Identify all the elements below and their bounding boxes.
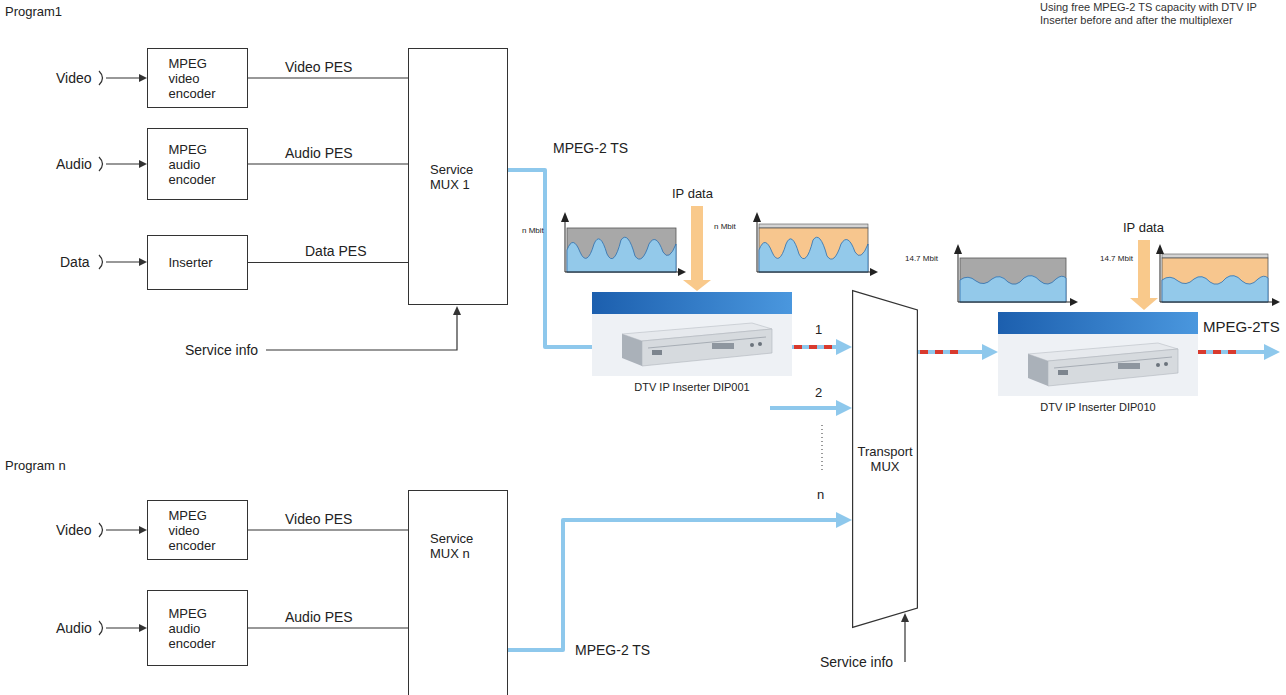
edge-label: Audio PES — [285, 609, 353, 625]
bitrate-chart — [1156, 244, 1280, 306]
input-arrowheads — [139, 74, 147, 632]
edge-label: Audio PES — [285, 145, 353, 161]
ip-inserter-device: DTV IP Inserter DIP001 — [592, 292, 792, 394]
box-label: Transport MUX — [854, 444, 916, 474]
diagram-title: Using free MPEG-2 TS capacity with DTV I… — [1040, 1, 1280, 27]
arrowhead — [836, 339, 852, 355]
input-label: Video — [56, 70, 92, 87]
encoder-box: MPEG audio encoder — [147, 128, 248, 200]
connector — [248, 164, 408, 165]
connector-line — [248, 529, 408, 530]
service-mux-box: Service MUX n — [408, 490, 508, 695]
input-label: Video — [56, 522, 92, 539]
box-label: MPEG video encoder — [169, 56, 227, 101]
text-holder: MPEG audio encoder — [169, 142, 227, 187]
service-info-lines — [266, 306, 909, 662]
device-picture — [592, 292, 792, 376]
edge-label: MPEG-2 TS — [553, 140, 628, 156]
stream-arrow — [770, 400, 852, 416]
encoder-box: MPEG video encoder — [147, 48, 248, 108]
connector — [248, 78, 408, 79]
connector — [918, 344, 998, 360]
arrowhead — [982, 344, 998, 360]
output-label: MPEG-2TS — [1203, 318, 1280, 336]
connector — [508, 512, 852, 650]
stream-number: n — [817, 487, 824, 503]
input-label: Audio — [56, 620, 92, 637]
data-dashes — [794, 345, 834, 349]
text-holder: Service MUX 1 — [430, 162, 486, 192]
box-label: MPEG audio encoder — [169, 142, 227, 187]
text-holder: MPEG video encoder — [169, 56, 227, 101]
text-holder: MPEG video encoder — [169, 508, 227, 553]
transport-mux: Transport MUX — [852, 290, 918, 628]
program-label: Program n — [5, 458, 66, 474]
axis-label: 14.7 Mbit — [1100, 254, 1133, 264]
stream-number: 2 — [815, 385, 822, 401]
connector-line — [248, 262, 408, 263]
dotted-line — [821, 425, 822, 472]
encoder-box: MPEG audio encoder — [147, 590, 248, 666]
inserter-box: Inserter — [147, 235, 248, 290]
edge-label: Video PES — [285, 59, 352, 75]
connector-line — [918, 350, 984, 354]
connector — [248, 628, 408, 629]
device-picture — [998, 312, 1198, 396]
connector-line — [248, 627, 408, 628]
text-holder: Service MUX n — [430, 531, 486, 561]
ip-data-label: IP data — [1123, 220, 1164, 236]
axis-label: n Mbit — [522, 226, 544, 236]
edge-label: Data PES — [305, 243, 366, 259]
bitrate-chart — [753, 212, 878, 276]
connector-line — [508, 520, 838, 650]
arrowhead — [836, 512, 852, 528]
output-arrow — [1196, 344, 1280, 360]
connector — [792, 339, 852, 355]
box-label: MPEG audio encoder — [169, 606, 227, 651]
stream-number: 1 — [815, 322, 822, 338]
bitrate-chart — [954, 244, 1078, 306]
service-info-label: Service info — [820, 654, 893, 671]
connector — [248, 262, 408, 263]
bitrate-chart — [561, 212, 686, 276]
text-holder: MPEG audio encoder — [169, 606, 227, 651]
device-caption: DTV IP Inserter DIP010 — [998, 401, 1198, 414]
box-label: Service MUX 1 — [430, 162, 486, 192]
input-arrows — [99, 71, 140, 635]
connector-line — [792, 345, 838, 349]
ip-inserter-device: DTV IP Inserter DIP010 — [998, 312, 1198, 414]
program-label: Program1 — [5, 4, 62, 20]
encoder-box: MPEG video encoder — [147, 500, 248, 560]
connector-line — [248, 163, 408, 164]
connector — [248, 530, 408, 531]
connector-line — [508, 170, 592, 347]
service-info-label: Service info — [185, 342, 258, 359]
text-holder: Inserter — [169, 255, 227, 270]
box-label: Inserter — [169, 255, 227, 270]
edge-label: Video PES — [285, 511, 352, 527]
connector — [508, 170, 592, 347]
text-holder: Transport MUX — [854, 444, 916, 474]
axis-label: n Mbit — [714, 222, 736, 232]
data-dashes — [920, 350, 964, 354]
ip-data-label: IP data — [672, 186, 713, 202]
edge-label: MPEG-2 TS — [575, 642, 650, 658]
device-caption: DTV IP Inserter DIP001 — [592, 381, 792, 394]
box-label: MPEG video encoder — [169, 508, 227, 553]
input-label: Data — [60, 254, 90, 271]
input-label: Audio — [56, 156, 92, 173]
service-mux-box: Service MUX 1 — [408, 48, 508, 305]
axis-label: 14.7 Mbit — [905, 254, 938, 264]
box-label: Service MUX n — [430, 531, 486, 561]
connector-line — [248, 77, 408, 78]
